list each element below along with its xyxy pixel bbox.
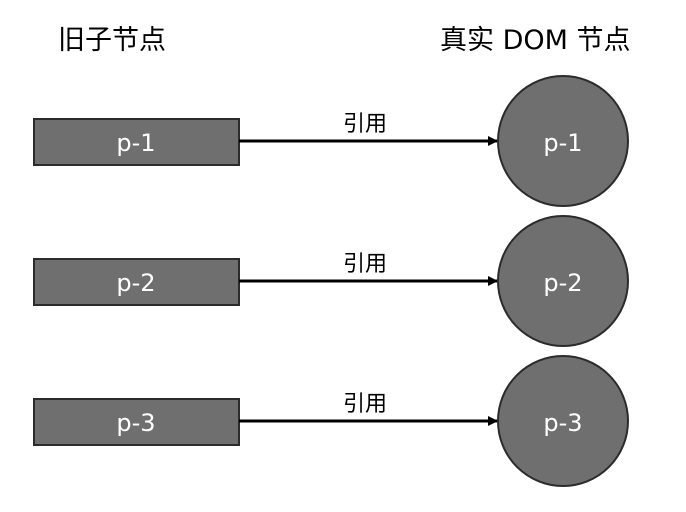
old-children-heading: 旧子节点	[58, 25, 166, 56]
dom-node-p2	[497, 215, 629, 347]
reference-label-1: 引用	[343, 112, 387, 137]
dom-node-p3	[497, 355, 629, 487]
old-node-p1	[33, 118, 240, 166]
old-node-p3-label: p-3	[116, 409, 155, 437]
old-node-p1-label: p-1	[116, 129, 155, 157]
old-node-p2-label: p-2	[116, 269, 155, 297]
reference-label-2: 引用	[343, 252, 387, 277]
real-dom-heading: 真实 DOM 节点	[440, 25, 631, 56]
dom-node-p2-label: p-2	[543, 269, 582, 297]
dom-node-p1-label: p-1	[543, 129, 582, 157]
dom-node-p3-label: p-3	[543, 409, 582, 437]
reference-label-3: 引用	[343, 392, 387, 417]
row-2: p-2 引用 p-2	[33, 215, 629, 347]
row-1: p-1 引用 p-1	[33, 75, 629, 207]
old-node-p2	[33, 258, 240, 306]
row-3: p-3 引用 p-3	[33, 355, 629, 487]
dom-node-p1	[497, 75, 629, 207]
